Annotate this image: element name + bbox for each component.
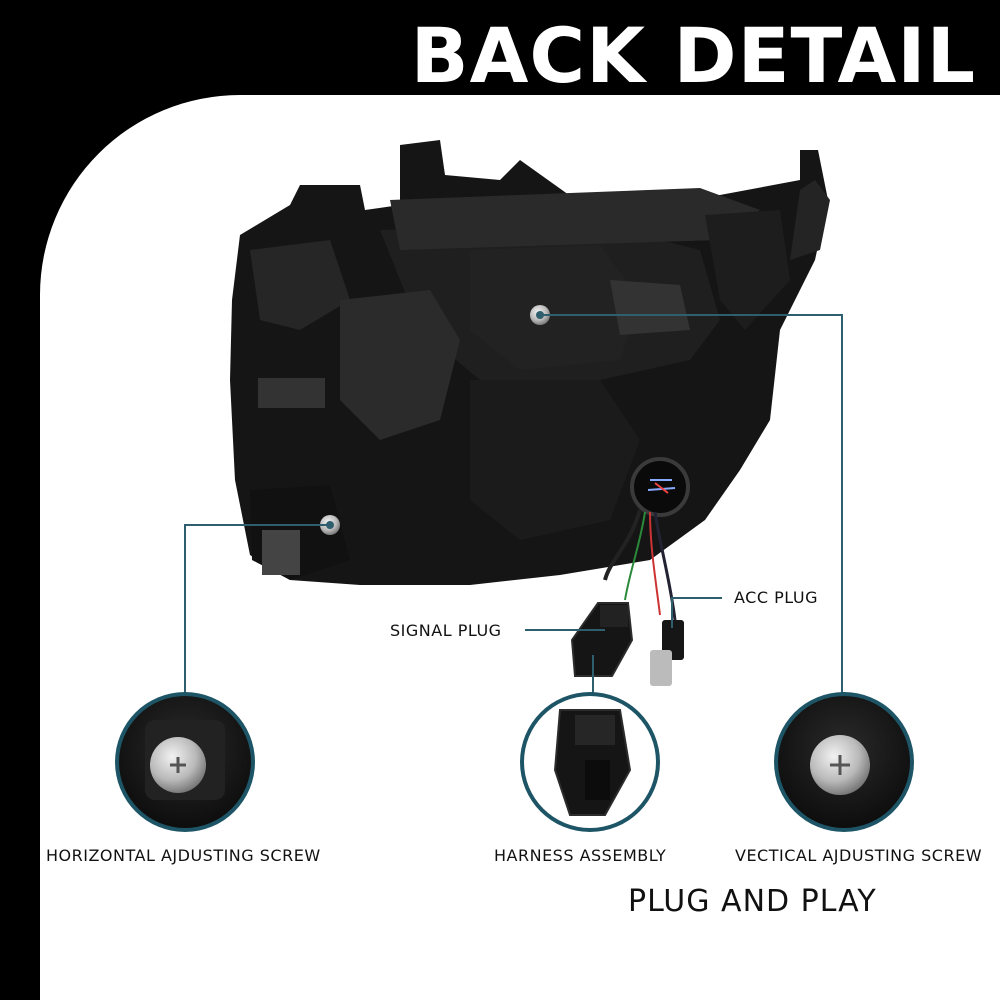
horizontal-screw-closeup [115, 692, 255, 832]
harness-assembly-label: HARNESS ASSEMBLY [494, 846, 667, 865]
harness-assembly-closeup [520, 692, 660, 832]
vertical-screw-label: VECTICAL AJDUSTING SCREW [735, 846, 983, 865]
leader-lines [184, 314, 843, 700]
vertical-screw-closeup [774, 692, 914, 832]
headlight-housing-image [230, 140, 830, 686]
horizontal-screw-label: HORIZONTAL AJDUSTING SCREW [46, 846, 321, 865]
signal-plug-label: SIGNAL PLUG [390, 621, 502, 640]
tagline: PLUG AND PLAY [628, 884, 877, 919]
page-title: BACK DETAIL [410, 11, 976, 100]
acc-plug-label: ACC PLUG [734, 588, 818, 607]
